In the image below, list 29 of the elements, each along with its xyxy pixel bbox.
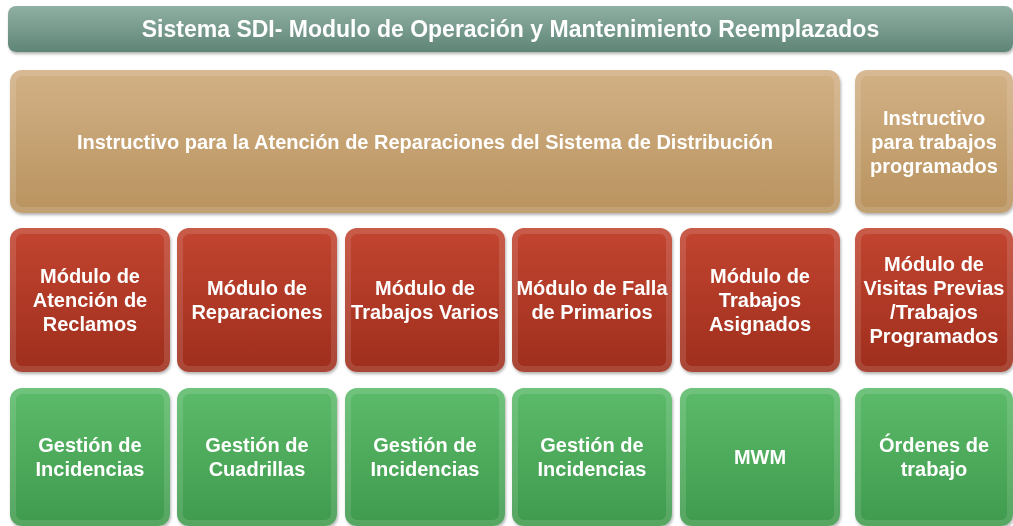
title-banner: Sistema SDI- Modulo de Operación y Mantenimiento Reemplazados — [8, 6, 1013, 52]
box-label: Módulo de Reparaciones — [190, 276, 324, 324]
module-box — [512, 228, 672, 372]
box-label: Módulo de Visitas Previas /Trabajos Programados — [862, 252, 1006, 348]
box-label: Módulo de Atención de Reclamos — [31, 264, 149, 336]
box-label: Módulo de Trabajos Varios — [350, 276, 500, 324]
instruction-box — [855, 70, 1013, 213]
function-box — [10, 388, 170, 526]
box-label: Módulo de Trabajos Asignados — [707, 264, 813, 336]
function-box — [345, 388, 505, 526]
box-label: Instructivo para trabajos programados — [869, 105, 999, 178]
box-label: Gestión de Incidencias — [34, 433, 146, 481]
box-label: MWM — [733, 445, 787, 469]
function-box — [855, 388, 1013, 526]
module-box — [177, 228, 337, 372]
module-box — [10, 228, 170, 372]
instruction-box — [10, 70, 840, 213]
box-label: Órdenes de trabajo — [877, 433, 990, 481]
function-box — [680, 388, 840, 526]
box-label: Módulo de Falla de Primarios — [516, 276, 668, 324]
module-box — [855, 228, 1013, 372]
box-label: Instructivo para la Atención de Reparaciones del Sistema de Distribución — [76, 129, 774, 154]
box-label: Gestión de Incidencias — [369, 433, 481, 481]
box-label: Gestión de Cuadrillas — [204, 433, 310, 481]
function-box — [177, 388, 337, 526]
module-box — [680, 228, 840, 372]
module-box — [345, 228, 505, 372]
box-label: Gestión de Incidencias — [536, 433, 648, 481]
function-box — [512, 388, 672, 526]
